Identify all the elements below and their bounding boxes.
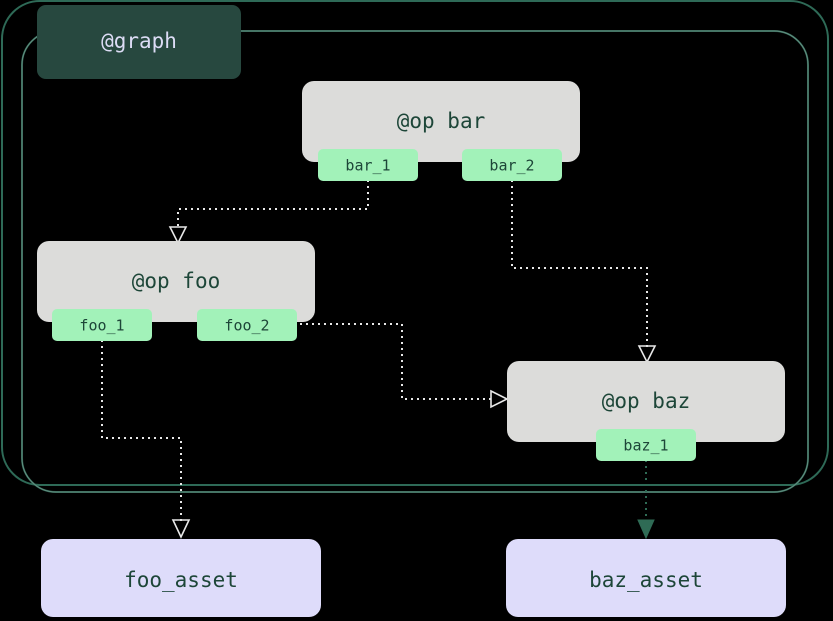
node-baz-asset[interactable]: baz_asset [506, 539, 786, 617]
op-baz-title: @op baz [602, 389, 691, 413]
edge-bar1-to-opfoo [168, 180, 369, 245]
port-bar_2-box[interactable] [462, 149, 562, 181]
op-bar-port-bar_2[interactable]: bar_2 [462, 149, 562, 181]
edge-bar2-to-opbaz [511, 180, 657, 364]
op-baz-box[interactable] [507, 361, 785, 442]
node-foo-asset[interactable]: foo_asset [41, 539, 321, 617]
port-bar_2-label: bar_2 [489, 157, 534, 175]
port-foo_2-label: foo_2 [224, 317, 269, 335]
graph-cluster-boundary [1, 0, 829, 493]
cluster-inner-border-shadow [21, 30, 809, 493]
port-foo_1-box[interactable] [52, 309, 152, 341]
node-op-foo[interactable]: @op foo foo_1 foo_2 [37, 241, 315, 341]
cluster-label[interactable]: @graph [37, 5, 241, 79]
op-bar-box[interactable] [302, 81, 580, 162]
port-foo_2-box[interactable] [197, 309, 297, 341]
baz-asset-label: baz_asset [589, 568, 703, 592]
node-op-baz[interactable]: @op baz baz_1 [507, 361, 785, 461]
op-foo-port-foo_2[interactable]: foo_2 [197, 309, 297, 341]
edge-bar2-to-opbaz-arrowhead [637, 345, 657, 364]
edge-foo2-to-opbaz-line [300, 323, 492, 400]
op-bar-title: @op bar [397, 109, 486, 133]
port-bar_1-label: bar_1 [345, 157, 390, 175]
port-baz_1-box[interactable] [596, 429, 696, 461]
edge-foo1-to-fooasset-arrowhead [171, 519, 191, 539]
op-foo-box[interactable] [37, 241, 315, 322]
foo-asset-box[interactable] [41, 539, 321, 617]
port-bar_1-box[interactable] [318, 149, 418, 181]
edge-baz1-to-bazasset [637, 460, 655, 540]
cluster-outer-border [1, 0, 829, 486]
op-foo-port-foo_1[interactable]: foo_1 [52, 309, 152, 341]
edge-foo1-to-fooasset [101, 340, 191, 539]
edge-bar1-to-opfoo-line [177, 180, 369, 228]
port-baz_1-label: baz_1 [623, 437, 668, 455]
foo-asset-label: foo_asset [124, 568, 238, 592]
edge-bar2-to-opbaz-line [511, 180, 648, 347]
op-bar-port-bar_1[interactable]: bar_1 [318, 149, 418, 181]
edge-foo2-to-opbaz [300, 323, 509, 409]
cluster-label-text: @graph [101, 29, 177, 53]
port-foo_1-label: foo_1 [79, 317, 124, 335]
edge-baz1-to-bazasset-arrowhead [637, 519, 655, 540]
cluster-label-box[interactable] [37, 5, 241, 79]
baz-asset-box[interactable] [506, 539, 786, 617]
node-op-bar[interactable]: @op bar bar_1 bar_2 [302, 81, 580, 181]
op-baz-port-baz_1[interactable]: baz_1 [596, 429, 696, 461]
edge-foo1-to-fooasset-line [101, 340, 182, 521]
edge-bar1-to-opfoo-arrowhead [168, 226, 188, 245]
op-foo-title: @op foo [132, 269, 221, 293]
edge-foo2-to-opbaz-arrowhead [490, 389, 509, 409]
